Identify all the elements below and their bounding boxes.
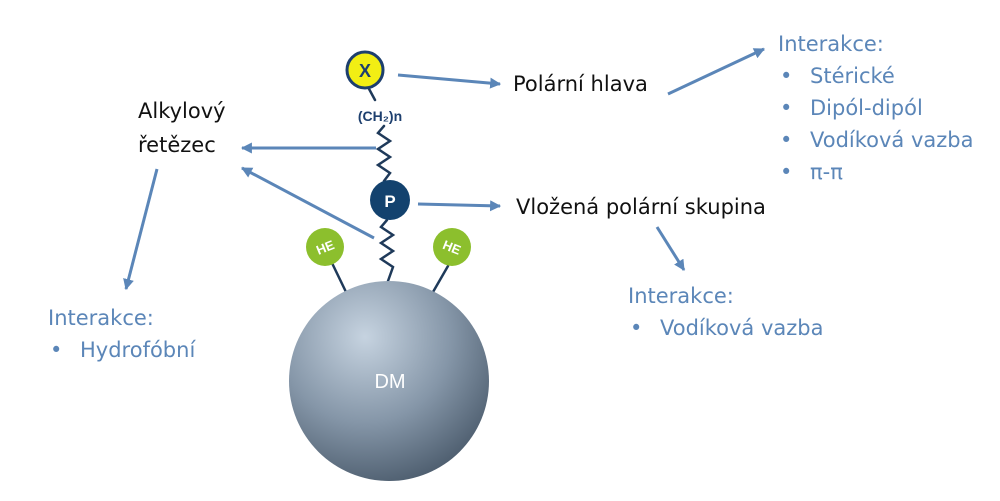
alkyl-interactions: Interakce: Hydrofóbní — [48, 302, 195, 366]
alkyl-line-1: Alkylový — [138, 99, 226, 123]
embedded-interactions-title: Interakce: — [628, 284, 734, 308]
polar-head-interactions-title: Interakce: — [778, 32, 884, 56]
arrow-alkyl-to-interactions — [123, 168, 159, 291]
he-right-label: HE — [441, 237, 464, 258]
alkyl-interactions-list: Hydrofóbní — [48, 334, 195, 366]
x-label: X — [359, 61, 371, 81]
alkyl-chain-label: Alkylový řetězec — [138, 94, 226, 162]
dm-label: DM — [374, 371, 405, 393]
he-right-node: HE — [433, 228, 471, 266]
embedded-interactions-list: Vodíková vazba — [628, 312, 824, 344]
x-node: X — [345, 50, 385, 90]
interaction-item: Hydrofóbní — [48, 334, 195, 366]
polar-head-interactions-list: Stérické Dipól-dipól Vodíková vazba π-π — [778, 60, 974, 188]
p-label: P — [384, 192, 395, 211]
he-left-label: HE — [314, 237, 337, 258]
he-left-node: HE — [306, 228, 344, 266]
interaction-item: Stérické — [778, 60, 974, 92]
interaction-item: Vodíková vazba — [778, 124, 974, 156]
polar-head-label: Polární hlava — [513, 72, 648, 96]
embedded-polar-label: Vložená polární skupina — [516, 195, 766, 219]
p-node: P — [370, 180, 410, 220]
arrow-p-to-embedded — [417, 200, 502, 212]
arrow-chain-lower-to-alkyl — [241, 166, 375, 240]
arrows — [123, 47, 765, 291]
alkyl-interactions-title: Interakce: — [48, 306, 154, 330]
alkyl-chain-upper — [375, 124, 393, 183]
arrow-polar-head-to-interactions — [667, 47, 765, 96]
alkyl-chain-lower — [378, 218, 396, 283]
he-left-stem — [330, 261, 348, 294]
chain-lines — [330, 85, 450, 294]
interaction-item: Dipól-dipól — [778, 92, 974, 124]
alkyl-line-2: řetězec — [138, 133, 216, 157]
ch2n-label: (CH₂)n — [358, 108, 402, 124]
interaction-item: Vodíková vazba — [628, 312, 824, 344]
polar-head-interactions: Interakce: Stérické Dipól-dipól Vodíková… — [778, 28, 974, 188]
embedded-interactions: Interakce: Vodíková vazba — [628, 280, 824, 344]
arrow-x-to-polar-head — [397, 73, 502, 89]
dm-sphere — [289, 281, 489, 481]
x-stem — [366, 85, 377, 102]
he-right-stem — [431, 264, 450, 294]
arrow-embedded-to-interactions — [655, 226, 686, 271]
interaction-item: π-π — [778, 156, 974, 188]
